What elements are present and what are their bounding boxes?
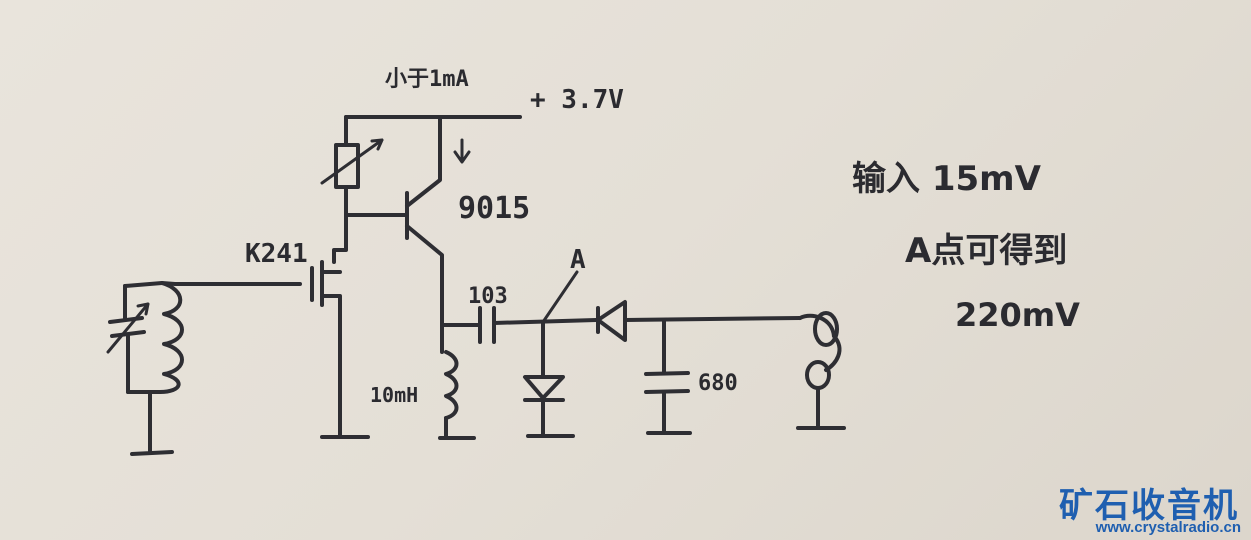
- drain-wire: [332, 213, 348, 264]
- choke-inductor: [444, 350, 459, 420]
- filter-cap-ground: [646, 390, 692, 435]
- transistor-emitter: [405, 224, 444, 327]
- label-transistor: 9015: [458, 191, 530, 226]
- earphone-ground: [796, 386, 846, 430]
- label-coupling-capacitor: 103: [468, 284, 508, 309]
- earphone-upper: [813, 311, 839, 347]
- output-wire: [623, 316, 802, 322]
- note-line-1: 输入 15mV: [852, 159, 1042, 199]
- tank-ground: [130, 390, 174, 456]
- shunt-diode-ground: [526, 398, 575, 438]
- tuning-coil: [158, 281, 184, 394]
- transistor-collector: [405, 115, 442, 208]
- shunt-diode-symbol: [523, 375, 565, 402]
- variable-resistor-arrow: [320, 138, 384, 185]
- note-line-2: A点可得到: [905, 231, 1067, 271]
- pot-to-base-wire: [344, 185, 407, 217]
- gate-wire: [160, 281, 302, 286]
- label-inductor: 10mH: [370, 383, 418, 407]
- label-point-a: A: [570, 245, 586, 275]
- earphone-lower: [805, 360, 831, 390]
- watermark-url: www.crystalradio.cn: [1095, 519, 1241, 536]
- filter-capacitor-plates: [644, 371, 690, 394]
- point-a-lead: [541, 270, 579, 324]
- current-arrow: [453, 138, 471, 164]
- label-current: 小于1mA: [385, 67, 469, 92]
- note-line-3: 220mV: [955, 296, 1080, 334]
- variable-capacitor-arrow: [106, 302, 150, 354]
- label-fet: K241: [245, 239, 308, 269]
- watermark-title: 矿石收音机: [1059, 486, 1239, 526]
- earphone-lead: [798, 313, 836, 338]
- coupling-capacitor-plates: [478, 306, 496, 344]
- tank-top-wire: [123, 281, 164, 288]
- label-voltage: + 3.7V: [530, 85, 624, 115]
- series-diode-symbol: [596, 300, 627, 342]
- label-filter-capacitor: 680: [698, 371, 738, 396]
- inductor-ground: [438, 416, 476, 440]
- fet-source: [320, 294, 342, 437]
